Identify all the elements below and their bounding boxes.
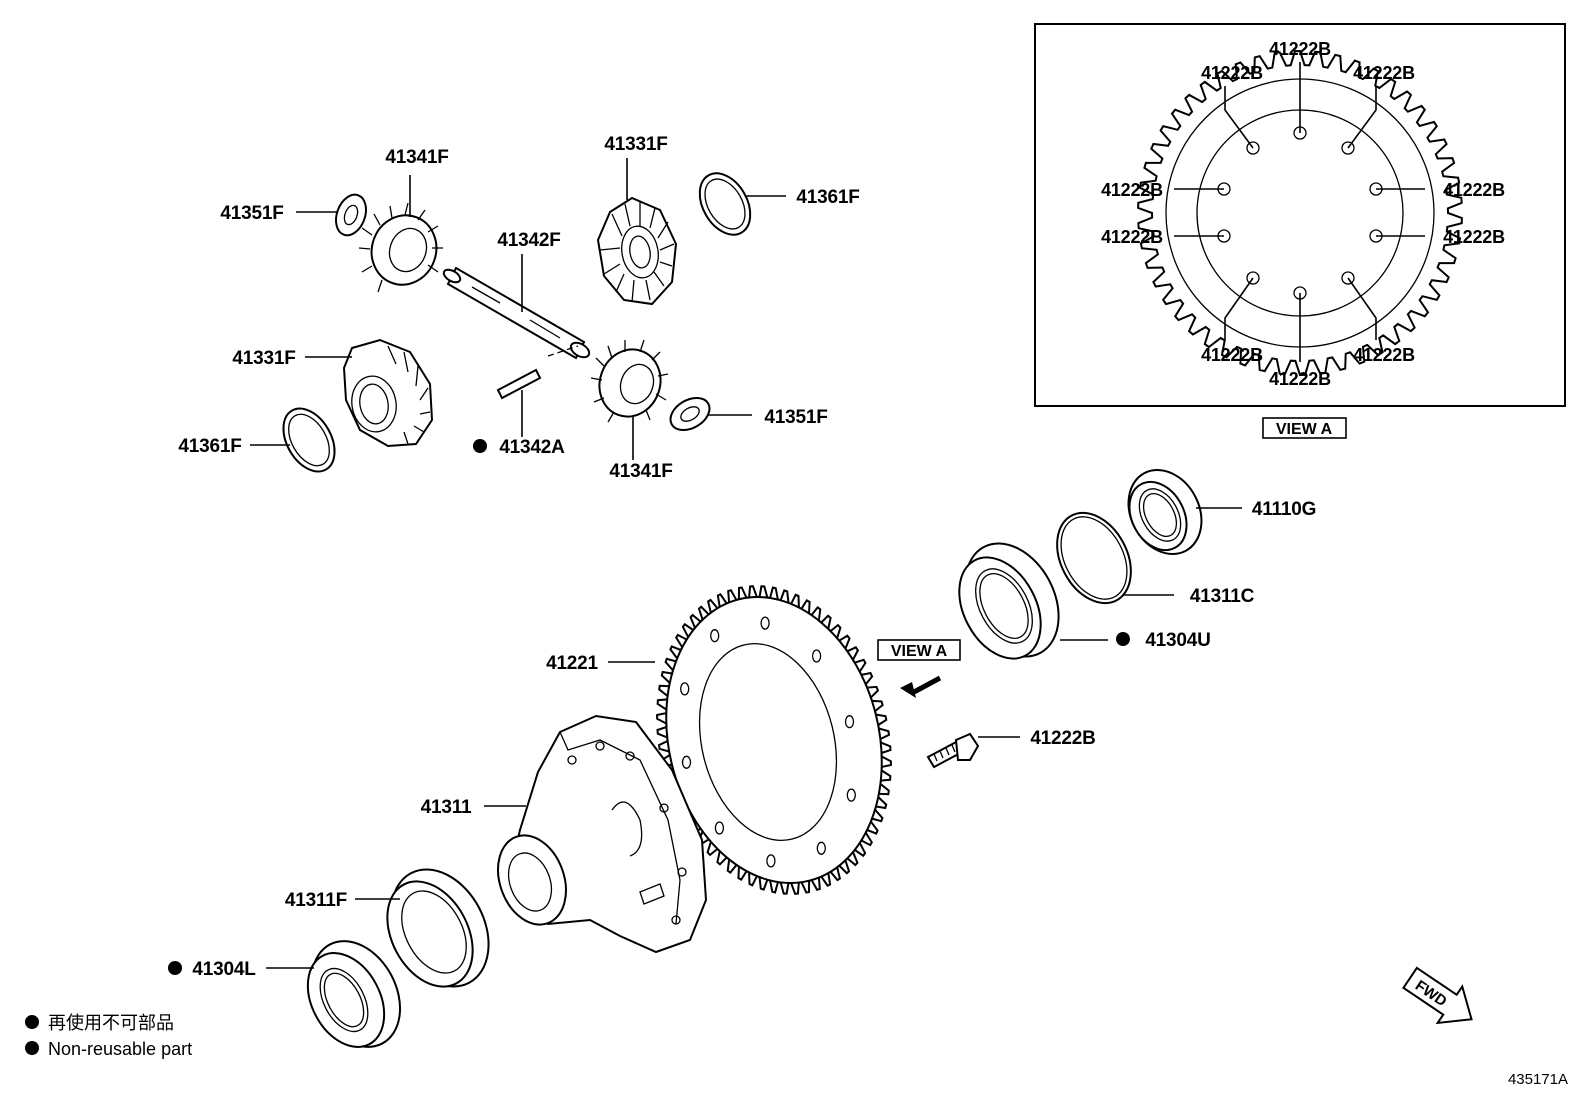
- ring-gear-bolt-hole: [844, 715, 855, 729]
- part-label-41110G: 41110G: [1252, 499, 1316, 520]
- non-reusable-bullet: [1116, 632, 1130, 646]
- part-label-41351F: 41351F: [764, 407, 827, 428]
- diagram-code: 435171A: [1508, 1071, 1568, 1088]
- part-label-41331F: 41331F: [232, 348, 295, 369]
- bolt-hole: [1341, 271, 1355, 285]
- view-a-bolt-label: 41222B: [1353, 63, 1415, 83]
- ring-gear-bolt-hole: [766, 854, 776, 868]
- view-a-title: VIEW A: [1276, 421, 1333, 438]
- view-a-callout-box: [877, 639, 961, 661]
- washer-41351F-right: [669, 396, 711, 432]
- view-a-bolt-label: 41222B: [1269, 39, 1331, 59]
- ring-gear-bolt-hole: [760, 616, 770, 630]
- pinion-gear-41341F-bottom: [590, 339, 669, 423]
- fwd-arrow-icon: FWD: [1402, 966, 1473, 1025]
- bolt-hole: [1246, 271, 1260, 285]
- ring-gear-bolt-hole: [710, 629, 720, 643]
- part-label-41311C: 41311C: [1190, 586, 1255, 607]
- view-a-bolt-label: 41222B: [1269, 369, 1331, 389]
- side-gear-41331F-left: [342, 338, 434, 448]
- view-a-bolt-label: 41222B: [1201, 345, 1263, 365]
- ring-gear-bolt-hole: [680, 682, 690, 696]
- legend: 再使用不可部品 Non-reusable part: [25, 1013, 192, 1059]
- part-label-41361F: 41361F: [178, 436, 241, 457]
- side-gear-41331F-top: [596, 196, 678, 306]
- bearing-41304L: [306, 940, 402, 1048]
- thrust-washer-41361F-right: [698, 172, 752, 236]
- part-label-41342A: 41342A: [499, 437, 565, 458]
- part-label-41311: 41311: [421, 797, 472, 818]
- pinion-gear-41341F-top: [358, 202, 443, 293]
- oil-seal-41110G: [1127, 468, 1203, 556]
- view-direction-arrow: [900, 675, 942, 698]
- legend-bullet: [25, 1041, 39, 1055]
- differential-case-41311: [497, 714, 708, 954]
- part-label-41351F: 41351F: [220, 203, 283, 224]
- thrust-washer-41361F-left: [282, 407, 336, 473]
- bolt-hole: [1341, 141, 1355, 155]
- ring-gear-bolt-hole: [816, 841, 826, 855]
- bolt-41222B: [926, 732, 980, 769]
- part-label-41342F: 41342F: [497, 230, 560, 251]
- ring-gear-bolt-hole: [681, 755, 692, 769]
- ring-gear-bolt-hole: [811, 649, 822, 663]
- non-reusable-bullet: [168, 961, 182, 975]
- part-label-41361F: 41361F: [796, 187, 859, 208]
- view-a-frame: [1034, 23, 1566, 407]
- view-a-leaders: [1174, 62, 1425, 362]
- washer-41351F-left: [335, 193, 367, 237]
- bearing-race-41311F: [386, 868, 490, 988]
- part-label-41341F: 41341F: [385, 147, 448, 168]
- legend-bullet: [25, 1015, 39, 1029]
- part-label-41311F: 41311F: [285, 890, 347, 911]
- legend-line-en: Non-reusable part: [48, 1039, 192, 1059]
- view-a-bolt-label: 41222B: [1443, 180, 1505, 200]
- part-label-41304U: 41304U: [1145, 630, 1210, 651]
- view-a-bolt-label: 41222B: [1443, 227, 1505, 247]
- non-reusable-bullet: [473, 439, 487, 453]
- part-label-41331F: 41331F: [604, 134, 667, 155]
- view-a-panel: 41222B 41222B 41222B 41222B 41222B 41222…: [1034, 23, 1566, 439]
- part-label-41222B: 41222B: [1030, 728, 1095, 749]
- pinion-shaft-41342F: [442, 266, 591, 360]
- legend-line-jp: 再使用不可部品: [48, 1013, 174, 1033]
- ring-gear-bolt-hole: [714, 821, 725, 835]
- view-a-ring-gear: [1137, 49, 1463, 377]
- view-a-gear-teeth: [1137, 49, 1463, 377]
- view-a-bolt-label: 41222B: [1353, 345, 1415, 365]
- bolt-hole: [1246, 141, 1260, 155]
- bearing-41304U: [958, 542, 1060, 660]
- ring-gear-41221: [656, 585, 892, 895]
- part-label-41304L: 41304L: [192, 959, 256, 980]
- part-label-41341F: 41341F: [609, 461, 672, 482]
- shim-41311C: [1056, 511, 1132, 605]
- view-a-bolt-label: 41222B: [1101, 180, 1163, 200]
- part-label-41221: 41221: [546, 653, 598, 674]
- ring-gear-bolt-hole: [846, 788, 856, 802]
- view-a-title-box: [1262, 417, 1347, 439]
- view-a-bolt-label: 41222B: [1201, 63, 1263, 83]
- pin-41342A: [496, 368, 542, 400]
- view-a-bolt-label: 41222B: [1101, 227, 1163, 247]
- view-a-callout: VIEW A: [891, 643, 948, 660]
